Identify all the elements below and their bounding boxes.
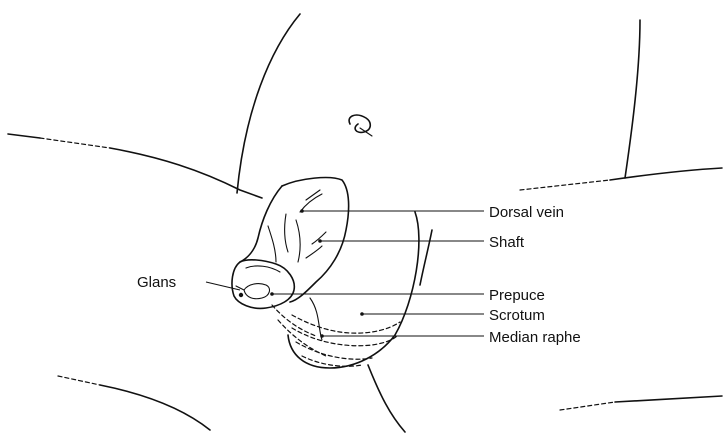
thigh-outlines: [58, 230, 722, 432]
label-shaft: Shaft: [489, 234, 525, 251]
label-prepuce: Prepuce: [489, 287, 545, 304]
label-scrotum: Scrotum: [489, 307, 545, 324]
label-dorsal-vein: Dorsal vein: [489, 204, 564, 221]
label-glans: Glans: [137, 274, 176, 291]
glans-drawing: [232, 260, 294, 309]
navel: [349, 115, 372, 136]
torso-outline: [8, 14, 722, 198]
label-median-raphe: Median raphe: [489, 329, 581, 346]
leader-lines: [206, 211, 484, 336]
leader-glans: [206, 282, 240, 290]
